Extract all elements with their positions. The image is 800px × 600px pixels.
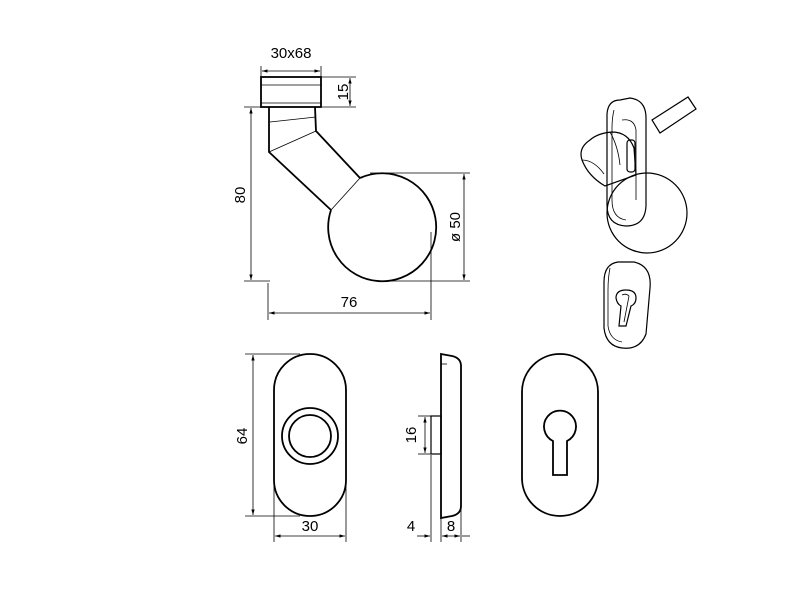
side-plate (440, 352, 462, 520)
dim-side-inset: 16 (403, 415, 431, 455)
perspective-rose-plate (606, 97, 647, 227)
keyhole-plate-view (521, 353, 599, 517)
dim-plate-height: 64 (234, 353, 300, 517)
side-plate-view (430, 352, 462, 520)
keyhole-plate (521, 353, 599, 517)
dim-diameter-label: ø 50 (447, 212, 464, 242)
dim-diameter: ø 50 (370, 172, 470, 282)
dim-length: 76 (267, 232, 432, 320)
perspective-keyhole-plate (603, 261, 651, 349)
dim-plate-width-label: 30 (302, 518, 319, 535)
perspective-keyhole (615, 289, 637, 327)
dim-top-width-label: 30x68 (271, 45, 312, 62)
dim-side-inset-label: 16 (403, 427, 420, 444)
rose-block (260, 76, 322, 108)
perspective-view (580, 96, 697, 349)
cylinder-keyhole (543, 409, 577, 476)
perspective-spindle (651, 96, 697, 134)
dim-top-height-label: 15 (335, 84, 352, 101)
front-plate (273, 353, 347, 517)
side-spindle (430, 415, 442, 455)
dim-length-label: 76 (341, 294, 358, 311)
dim-side-thickness-label: 8 (447, 518, 455, 535)
dim-top-height: 15 (322, 76, 356, 108)
rose-ring-outer (281, 407, 339, 465)
dim-side-thickness: 4 8 (407, 455, 470, 542)
dim-top-width: 30x68 (260, 45, 322, 77)
front-plate-view (273, 353, 347, 517)
rose-ring-inner (288, 414, 332, 458)
dim-height: 80 (232, 106, 270, 282)
knob-side-view (260, 76, 438, 283)
perspective-knob-ball (606, 172, 688, 254)
dim-height-label: 80 (232, 187, 249, 204)
dim-side-offset-label: 4 (407, 518, 415, 535)
dim-plate-height-label: 64 (234, 428, 251, 445)
knob-ball (327, 172, 438, 283)
dim-plate-width: 30 (273, 470, 347, 542)
knob-neck (268, 106, 361, 211)
